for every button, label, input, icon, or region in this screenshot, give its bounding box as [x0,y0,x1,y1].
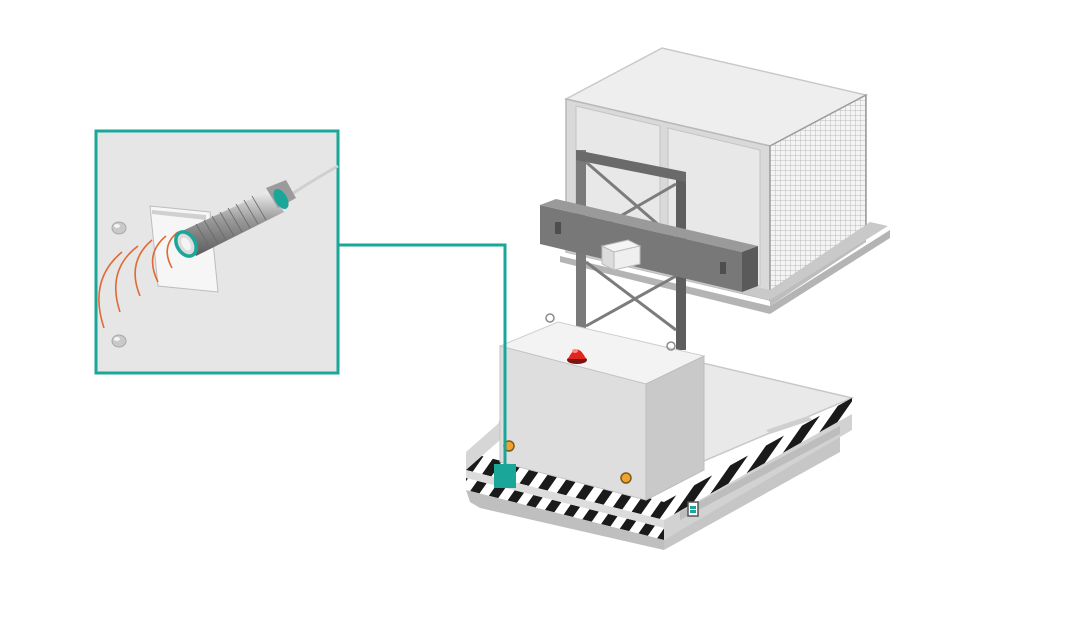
agv-vehicle [466,313,855,550]
warning-beacon-icon [567,349,587,364]
proximity-sensor-icon [174,180,296,258]
sensor-location-marker [494,464,516,488]
lift-mast [540,150,758,350]
sensor-cable [291,164,339,196]
callout-leader-line [338,243,507,466]
sensor-detail-inset [94,129,340,375]
signal-wave-icon [98,231,179,329]
